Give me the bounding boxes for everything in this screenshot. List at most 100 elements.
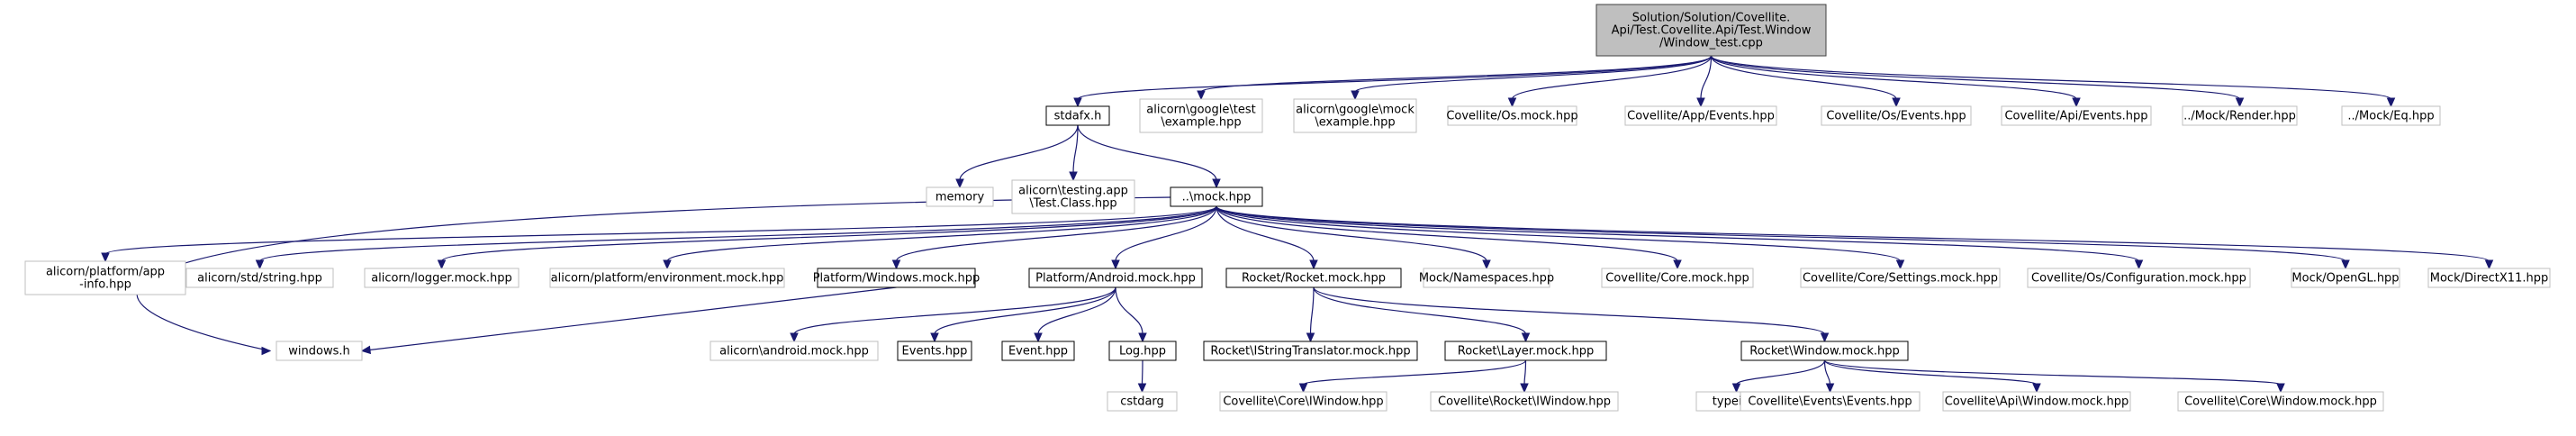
node-box[interactable] bbox=[185, 268, 334, 288]
edge-arrowhead bbox=[1034, 332, 1043, 343]
node-std_string[interactable]: alicorn/std/string.hpp bbox=[185, 268, 334, 288]
node-box[interactable] bbox=[2341, 105, 2441, 126]
edge-line bbox=[1823, 359, 2282, 386]
node-android_mock[interactable]: Platform/Android.mock.hpp bbox=[1028, 268, 1203, 288]
node-config_mock[interactable]: Covellite/Os/Configuration.mock.hpp bbox=[2027, 268, 2251, 288]
node-box[interactable] bbox=[1011, 179, 1135, 214]
node-mock_render[interactable]: ../Mock/Render.hpp bbox=[2182, 105, 2298, 126]
node-box[interactable] bbox=[1740, 391, 1921, 412]
node-windows_h[interactable]: windows.h bbox=[276, 341, 363, 361]
node-box[interactable] bbox=[1800, 268, 2001, 288]
node-box[interactable] bbox=[24, 260, 186, 295]
node-box[interactable] bbox=[817, 268, 976, 288]
node-mock_eq[interactable]: ../Mock/Eq.hpp bbox=[2341, 105, 2441, 126]
edge-line bbox=[1309, 286, 1315, 335]
node-box[interactable] bbox=[1601, 268, 1754, 288]
node-mock_example[interactable]: alicorn\google\mock\example.hpp bbox=[1293, 98, 1417, 133]
node-core_mock[interactable]: Covellite/Core.mock.hpp bbox=[1601, 268, 1754, 288]
edge-line bbox=[1823, 359, 1831, 386]
node-box[interactable] bbox=[1624, 105, 1777, 126]
node-box[interactable] bbox=[1225, 268, 1402, 288]
node-env_mock[interactable]: alicorn/platform/environment.mock.hpp bbox=[549, 268, 785, 288]
node-box[interactable] bbox=[1942, 391, 2131, 412]
node-box[interactable] bbox=[549, 268, 785, 288]
node-box[interactable] bbox=[1595, 4, 1827, 57]
node-box[interactable] bbox=[1028, 268, 1203, 288]
node-os_events[interactable]: Covellite/Os/Events.hpp bbox=[1821, 105, 1972, 126]
node-mock_hpp[interactable]: ..\mock.hpp bbox=[1170, 186, 1263, 207]
node-box[interactable] bbox=[1045, 105, 1110, 126]
node-box[interactable] bbox=[1001, 341, 1075, 361]
node-box[interactable] bbox=[1444, 341, 1607, 361]
edge-arrowhead bbox=[1309, 259, 1318, 270]
node-api_window_mock[interactable]: Covellite\Api\Window.mock.hpp bbox=[1942, 391, 2131, 412]
node-app_events[interactable]: Covellite/App/Events.hpp bbox=[1624, 105, 1777, 126]
node-box[interactable] bbox=[364, 268, 520, 288]
edge-line bbox=[1216, 205, 1902, 262]
node-box[interactable] bbox=[1170, 186, 1263, 207]
node-events_events[interactable]: Covellite\Events\Events.hpp bbox=[1740, 391, 1921, 412]
node-android_alicorn[interactable]: alicorn\android.mock.hpp bbox=[710, 341, 879, 361]
node-settings_mock[interactable]: Covellite/Core/Settings.mock.hpp bbox=[1800, 268, 2001, 288]
node-box[interactable] bbox=[2291, 268, 2400, 288]
node-box[interactable] bbox=[1740, 341, 1909, 361]
edge-line bbox=[959, 124, 1079, 181]
node-box[interactable] bbox=[2177, 391, 2384, 412]
node-box[interactable] bbox=[2001, 105, 2152, 126]
node-box[interactable] bbox=[1203, 341, 1418, 361]
node-windows_mock[interactable]: Platform/Windows.mock.hpp bbox=[813, 268, 981, 288]
node-box[interactable] bbox=[2427, 268, 2551, 288]
node-box[interactable] bbox=[1447, 105, 1577, 126]
node-event_hpp[interactable]: Event.hpp bbox=[1001, 341, 1075, 361]
node-box[interactable] bbox=[1139, 98, 1263, 133]
node-api_events[interactable]: Covellite/Api/Events.hpp bbox=[2001, 105, 2152, 126]
node-testing_app[interactable]: alicorn\testing.app\Test.Class.hpp bbox=[1011, 179, 1135, 214]
node-test_example[interactable]: alicorn\google\test\example.hpp bbox=[1139, 98, 1263, 133]
node-box[interactable] bbox=[1219, 391, 1387, 412]
node-box[interactable] bbox=[926, 186, 994, 207]
node-label: Covellite\Core\IWindow.hpp bbox=[1223, 395, 1383, 409]
node-opengl[interactable]: Mock/OpenGL.hpp bbox=[2291, 268, 2400, 288]
node-box[interactable] bbox=[2182, 105, 2298, 126]
node-stdafx[interactable]: stdafx.h bbox=[1045, 105, 1110, 126]
node-core_iwindow[interactable]: Covellite\Core\IWindow.hpp bbox=[1219, 391, 1387, 412]
node-log_hpp[interactable]: Log.hpp bbox=[1108, 341, 1177, 361]
node-rocket_mock[interactable]: Rocket/Rocket.mock.hpp bbox=[1225, 268, 1402, 288]
node-app_info[interactable]: alicorn/platform/app-info.hpp bbox=[24, 260, 186, 295]
edge-root-to-os_events bbox=[1710, 55, 1901, 108]
node-label: Mock/Namespaces.hpp bbox=[1419, 272, 1554, 286]
node-box[interactable] bbox=[1108, 341, 1177, 361]
node-box[interactable] bbox=[710, 341, 879, 361]
node-memory[interactable]: memory bbox=[926, 186, 994, 207]
node-window_mock[interactable]: Rocket\Window.mock.hpp bbox=[1740, 341, 1909, 361]
node-box[interactable] bbox=[1423, 268, 1550, 288]
node-box[interactable] bbox=[1293, 98, 1417, 133]
node-root[interactable]: Solution/Solution/Covellite.Api/Test.Cov… bbox=[1595, 4, 1827, 57]
node-box[interactable] bbox=[1107, 391, 1178, 412]
node-namespaces[interactable]: Mock/Namespaces.hpp bbox=[1419, 268, 1554, 288]
node-box[interactable] bbox=[1821, 105, 1972, 126]
node-box[interactable] bbox=[2027, 268, 2251, 288]
node-os_mock[interactable]: Covellite/Os.mock.hpp bbox=[1446, 105, 1578, 126]
edge-line bbox=[1216, 205, 1487, 262]
node-layer_mock[interactable]: Rocket\Layer.mock.hpp bbox=[1444, 341, 1607, 361]
node-box[interactable] bbox=[897, 341, 972, 361]
node-label: Covellite/App/Events.hpp bbox=[1627, 110, 1775, 123]
edge-android_mock-to-android_alicorn bbox=[790, 286, 1116, 343]
edge-mock_hpp-to-settings_mock bbox=[1216, 205, 1905, 270]
node-label: Mock/OpenGL.hpp bbox=[2291, 272, 2399, 286]
edge-line bbox=[666, 205, 1217, 262]
node-cstdarg[interactable]: cstdarg bbox=[1107, 391, 1178, 412]
node-logger_mock[interactable]: alicorn/logger.mock.hpp bbox=[364, 268, 520, 288]
node-directx[interactable]: Mock/DirectX11.hpp bbox=[2427, 268, 2551, 288]
node-box[interactable] bbox=[276, 341, 363, 361]
edge-arrowhead bbox=[1673, 259, 1682, 270]
node-events_hpp[interactable]: Events.hpp bbox=[897, 341, 972, 361]
node-box[interactable] bbox=[1430, 391, 1619, 412]
node-core_window_mock[interactable]: Covellite\Core\Window.mock.hpp bbox=[2177, 391, 2384, 412]
node-istring[interactable]: Rocket\IStringTranslator.mock.hpp bbox=[1203, 341, 1418, 361]
edge-line bbox=[136, 196, 1172, 352]
node-rocket_iwindow[interactable]: Covellite\Rocket\IWindow.hpp bbox=[1430, 391, 1619, 412]
edge-rocket_mock-to-istring bbox=[1306, 286, 1315, 343]
